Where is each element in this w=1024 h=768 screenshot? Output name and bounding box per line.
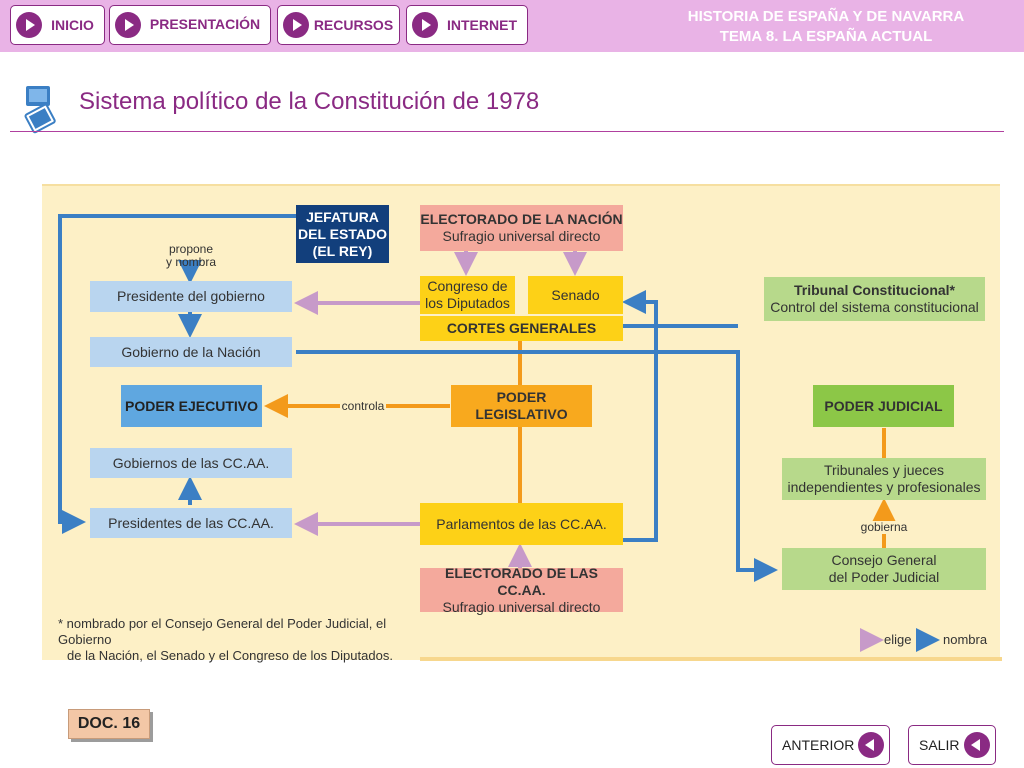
tribunal-title: Tribunal Constitucional* <box>793 282 955 298</box>
back-arrow-icon <box>964 732 990 758</box>
presidentes-ccaa-box: Presidentes de las CC.AA. <box>90 508 292 538</box>
congreso-line-2: los Diputados <box>425 295 510 311</box>
nav-button-internet[interactable]: INTERNET <box>406 5 528 45</box>
electorado-ccaa-title: ELECTORADO DE LAS CC.AA. <box>445 564 598 598</box>
anterior-button[interactable]: ANTERIOR <box>771 725 890 765</box>
congreso-box: Congreso de los Diputados <box>420 276 515 314</box>
legend-nombra-label: nombra <box>943 632 988 647</box>
title-divider <box>10 131 1004 132</box>
play-icon <box>115 12 141 38</box>
nav-label-internet: INTERNET <box>447 17 517 33</box>
poder-judicial-box: PODER JUDICIAL <box>813 385 954 427</box>
cortes-generales-box: CORTES GENERALES <box>420 316 623 341</box>
presidente-gobierno-box: Presidente del gobierno <box>90 281 292 312</box>
nav-label-recursos: RECURSOS <box>313 17 394 33</box>
page-title: Sistema político de la Constitución de 1… <box>79 88 540 115</box>
gobierno-nacion-box: Gobierno de la Nación <box>90 337 292 367</box>
play-icon <box>283 12 309 38</box>
nav-button-inicio[interactable]: INICIO <box>10 5 105 45</box>
tribunal-constitucional-box: Tribunal Constitucional* Control del sis… <box>764 277 985 321</box>
anterior-label: ANTERIOR <box>782 737 855 753</box>
doc-badge: DOC. 16 <box>68 709 150 739</box>
course-line-1: HISTORIA DE ESPAÑA Y DE NAVARRA <box>687 8 965 25</box>
nombra-arrow-gobierno-consejo <box>296 350 778 582</box>
diagram-bottom-border <box>420 657 1002 661</box>
nombra-arrow-rey-presidentes <box>58 214 296 534</box>
footnote-line-1: * nombrado por el Consejo General del Po… <box>58 616 387 647</box>
salir-button[interactable]: SALIR <box>908 725 996 765</box>
electorado-nacion-title: ELECTORADO DE LA NACIÓN <box>420 211 623 227</box>
jefatura-line-3: (EL REY) <box>312 242 373 259</box>
back-arrow-icon <box>858 732 884 758</box>
tribunales-line-1: Tribunales y jueces <box>823 462 945 478</box>
congreso-line-1: Congreso de <box>427 278 508 294</box>
legend-elige-label: elige <box>884 632 912 647</box>
nav-label-presentacion: PRESENTACIÓN <box>149 16 261 32</box>
tribunales-line-2: independientes y profesionales <box>787 479 981 495</box>
nav-label-inicio: INICIO <box>51 17 94 33</box>
poder-legislativo-box: PODER LEGISLATIVO <box>451 385 592 427</box>
poder-ejecutivo-box: PODER EJECUTIVO <box>121 385 262 427</box>
gobierna-label: gobierna <box>858 521 910 534</box>
monitor-icon <box>24 86 56 134</box>
footnote-line-2: de la Nación, el Senado y el Congreso de… <box>67 648 393 663</box>
jefatura-del-estado-box: JEFATURA DEL ESTADO (EL REY) <box>296 205 389 263</box>
electorado-ccaa-box: ELECTORADO DE LAS CC.AA. Sufragio univer… <box>420 564 623 615</box>
course-title: HISTORIA DE ESPAÑA Y DE NAVARRA TEMA 8. … <box>666 7 986 47</box>
diagram-top-border <box>42 184 1000 187</box>
tribunales-box: Tribunales y jueces independientes y pro… <box>782 458 986 500</box>
senado-box: Senado <box>528 276 623 314</box>
electorado-ccaa-sub: Sufragio universal directo <box>442 598 601 615</box>
propone-line-1: propone <box>168 242 214 256</box>
tribunal-sub: Control del sistema constitucional <box>770 299 979 315</box>
nav-button-recursos[interactable]: RECURSOS <box>277 5 400 45</box>
play-icon <box>412 12 438 38</box>
parlamentos-ccaa-box: Parlamentos de las CC.AA. <box>420 503 623 545</box>
electorado-nacion-sub: Sufragio universal directo <box>442 228 601 244</box>
jefatura-line-1: JEFATURA <box>306 208 379 225</box>
nav-button-presentacion[interactable]: PRESENTACIÓN <box>109 5 271 45</box>
course-line-2: TEMA 8. LA ESPAÑA ACTUAL <box>719 28 933 45</box>
play-icon <box>16 12 42 38</box>
jefatura-line-2: DEL ESTADO <box>298 225 387 242</box>
electorado-nacion-box: ELECTORADO DE LA NACIÓN Sufragio univers… <box>420 205 623 251</box>
consejo-general-box: Consejo General del Poder Judicial <box>782 548 986 590</box>
propone-y-nombra-label: propone y nombra <box>160 243 222 269</box>
nombra-arrow-senado <box>622 290 658 542</box>
consejo-line-2: del Poder Judicial <box>828 569 940 585</box>
consejo-line-1: Consejo General <box>831 552 937 568</box>
top-navigation-bar: INICIO PRESENTACIÓN RECURSOS INTERNET HI… <box>0 0 1024 52</box>
propone-line-2: y nombra <box>165 255 217 269</box>
diagram-footnote: * nombrado por el Consejo General del Po… <box>58 616 438 664</box>
salir-label: SALIR <box>919 737 960 753</box>
gobiernos-ccaa-box: Gobiernos de las CC.AA. <box>90 448 292 478</box>
controla-label: controla <box>340 399 386 413</box>
